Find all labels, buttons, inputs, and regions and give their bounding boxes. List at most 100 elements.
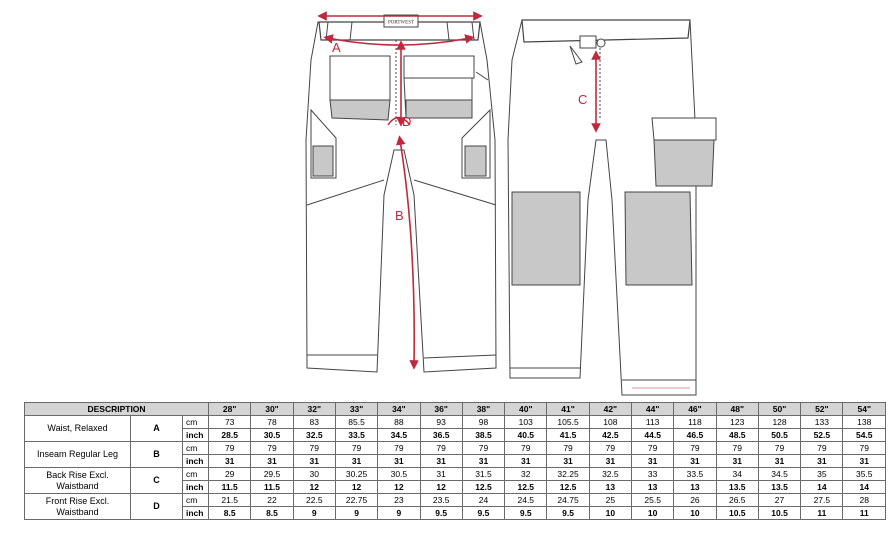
size-value-cell: 79 — [292, 441, 336, 455]
size-value-cell: 31 — [461, 454, 506, 468]
size-value-cell: 93 — [419, 415, 463, 429]
size-value-cell: 14 — [842, 480, 886, 494]
trouser-measurement-diagram: PORTWEST — [305, 11, 717, 396]
size-value-cell: 29.5 — [250, 467, 294, 481]
size-header: 50" — [757, 402, 802, 416]
size-value-cell: 85.5 — [334, 415, 379, 429]
size-value-cell: 48.5 — [715, 428, 759, 442]
unit-label: cm — [181, 493, 210, 507]
size-header: 36" — [419, 402, 463, 416]
measure-letter-d: D — [402, 114, 411, 129]
unit-label: cm — [181, 415, 210, 429]
size-value-cell: 10.5 — [757, 506, 802, 520]
size-value-cell: 25 — [588, 493, 633, 507]
size-header: 38" — [461, 402, 506, 416]
size-value-cell: 33.5 — [334, 428, 379, 442]
size-value-cell: 79 — [800, 441, 844, 455]
size-value-cell: 79 — [842, 441, 886, 455]
size-value-cell: 118 — [673, 415, 717, 429]
size-value-cell: 31.5 — [461, 467, 506, 481]
size-chart-table: DESCRIPTION 28" 30" 32" 33" 34" 36" 38" … — [23, 402, 886, 520]
size-value-cell: 79 — [588, 441, 633, 455]
size-value-cell: 32.25 — [546, 467, 590, 481]
size-value-cell: 79 — [250, 441, 294, 455]
size-value-cell: 29 — [208, 467, 252, 481]
size-value-cell: 11.5 — [250, 480, 294, 494]
size-value-cell: 41.5 — [546, 428, 590, 442]
size-value-cell: 113 — [630, 415, 675, 429]
size-value-cell: 50.5 — [757, 428, 802, 442]
unit-label: inch — [181, 454, 210, 468]
size-value-cell: 79 — [504, 441, 548, 455]
size-value-cell: 54.5 — [842, 428, 886, 442]
size-value-cell: 28 — [842, 493, 886, 507]
size-value-cell: 14 — [800, 480, 844, 494]
size-value-cell: 13 — [673, 480, 717, 494]
size-value-cell: 83 — [292, 415, 336, 429]
size-value-cell: 10.5 — [715, 506, 759, 520]
size-header: 30" — [250, 402, 294, 416]
size-value-cell: 25.5 — [630, 493, 675, 507]
size-value-cell: 79 — [377, 441, 421, 455]
size-value-cell: 103 — [504, 415, 548, 429]
size-value-cell: 10 — [673, 506, 717, 520]
unit-label: inch — [181, 480, 210, 494]
size-header: 44" — [630, 402, 675, 416]
size-value-cell: 12 — [334, 480, 379, 494]
size-value-cell: 24 — [461, 493, 506, 507]
size-value-cell: 34.5 — [377, 428, 421, 442]
size-value-cell: 79 — [715, 441, 759, 455]
size-value-cell: 42.5 — [588, 428, 633, 442]
size-value-cell: 31 — [588, 454, 633, 468]
measurement-letter: A — [130, 415, 183, 442]
size-value-cell: 31 — [504, 454, 548, 468]
size-value-cell: 31 — [419, 454, 463, 468]
size-value-cell: 32.5 — [292, 428, 336, 442]
size-value-cell: 24.75 — [546, 493, 590, 507]
size-value-cell: 12.5 — [461, 480, 506, 494]
size-value-cell: 9.5 — [504, 506, 548, 520]
size-value-cell: 13 — [588, 480, 633, 494]
size-value-cell: 26 — [673, 493, 717, 507]
size-value-cell: 73 — [208, 415, 252, 429]
size-value-cell: 22 — [250, 493, 294, 507]
size-value-cell: 24.5 — [504, 493, 548, 507]
size-header: 48" — [715, 402, 759, 416]
size-value-cell: 38.5 — [461, 428, 506, 442]
size-header: 46" — [673, 402, 717, 416]
size-header: 41" — [546, 402, 590, 416]
size-value-cell: 13 — [630, 480, 675, 494]
size-value-cell: 108 — [588, 415, 633, 429]
size-header: 33" — [334, 402, 379, 416]
size-value-cell: 31 — [377, 454, 421, 468]
measure-letter-a: A — [332, 40, 341, 55]
size-value-cell: 36.5 — [419, 428, 463, 442]
size-value-cell: 31 — [292, 454, 336, 468]
size-value-cell: 30 — [292, 467, 336, 481]
unit-label: inch — [181, 428, 210, 442]
size-value-cell: 138 — [842, 415, 886, 429]
size-value-cell: 46.5 — [673, 428, 717, 442]
size-value-cell: 98 — [461, 415, 506, 429]
size-header: 28" — [208, 402, 252, 416]
size-header: 54" — [842, 402, 886, 416]
size-value-cell: 31 — [715, 454, 759, 468]
size-value-cell: 123 — [715, 415, 759, 429]
size-value-cell: 30.25 — [334, 467, 379, 481]
trouser-drawings: PORTWEST — [305, 11, 717, 396]
size-header: 40" — [504, 402, 548, 416]
measurement-label: Back Rise Excl. Waistband — [24, 467, 131, 494]
size-value-cell: 27.5 — [800, 493, 844, 507]
size-value-cell: 11 — [842, 506, 886, 520]
size-value-cell: 88 — [377, 415, 421, 429]
size-value-cell: 133 — [800, 415, 844, 429]
measurement-letter: B — [130, 441, 183, 468]
measurement-label: Waist, Relaxed — [24, 415, 131, 442]
size-value-cell: 32.5 — [588, 467, 633, 481]
size-value-cell: 34.5 — [757, 467, 802, 481]
